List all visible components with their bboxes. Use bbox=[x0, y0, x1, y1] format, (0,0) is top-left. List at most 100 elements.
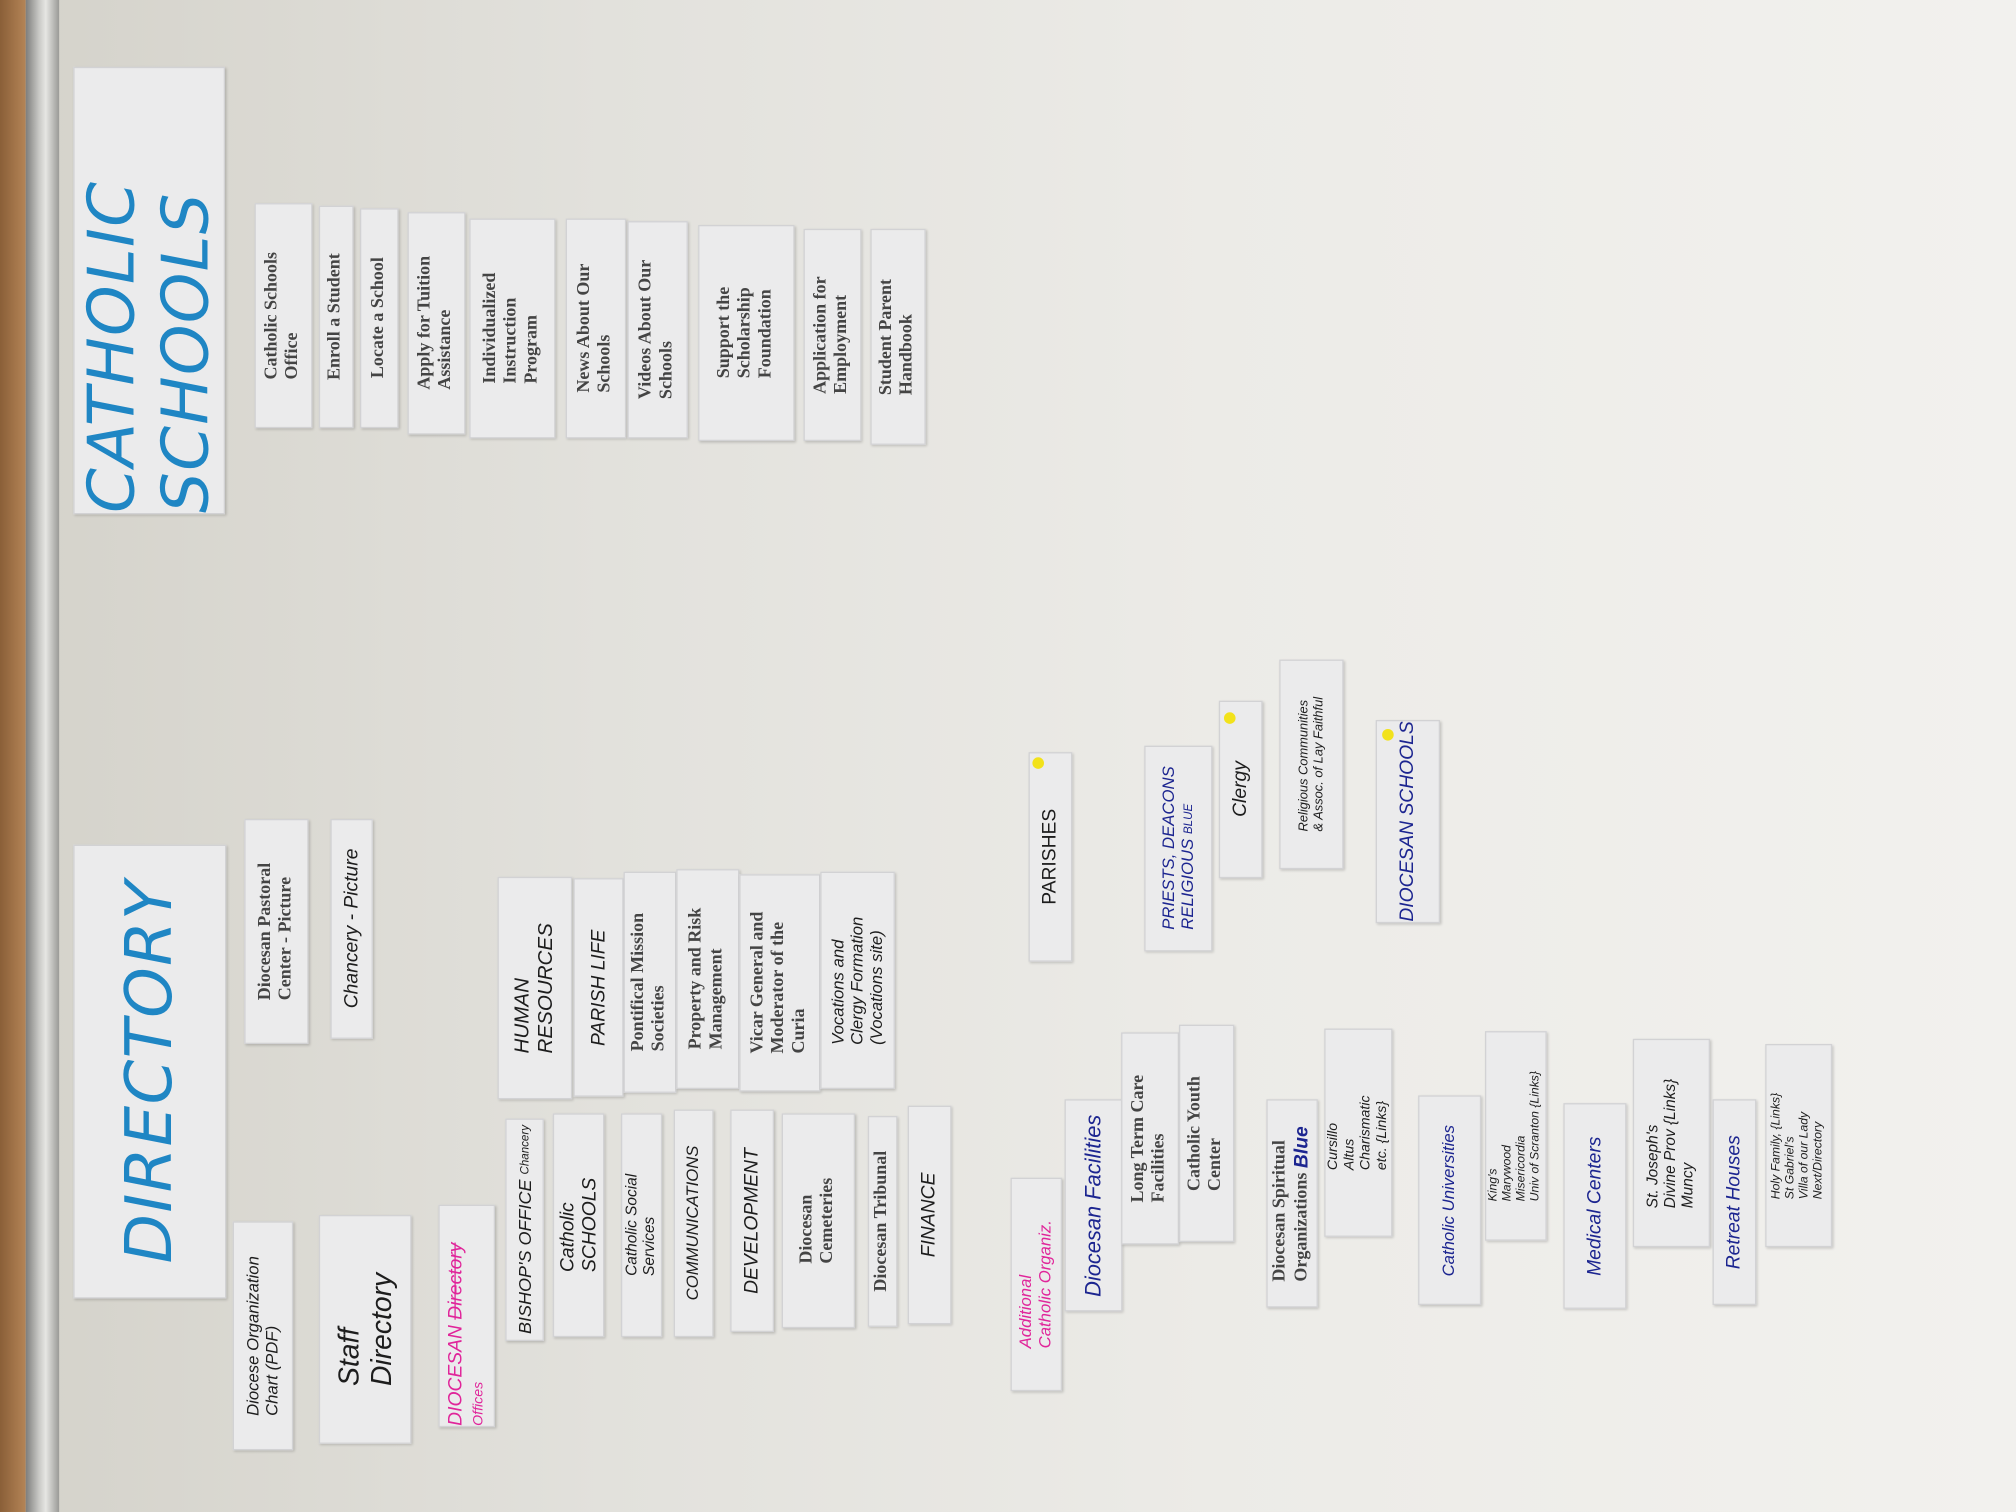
card-social-services: Catholic Social Services bbox=[620, 1113, 663, 1338]
card-diocesan-offices: DIOCESAN Directory Offices bbox=[438, 1204, 495, 1428]
card-youth-center: Catholic Youth Center bbox=[1178, 1024, 1235, 1242]
yellow-dot-marker bbox=[1223, 712, 1236, 724]
card-religious-communities: Religious Communities & Assoc. of Lay Fa… bbox=[1279, 659, 1344, 870]
card-text: DIOCESAN SCHOOLS bbox=[1396, 721, 1419, 922]
card-org-chart: Diocese Organization Chart (PDF) bbox=[232, 1221, 294, 1451]
corkboard-edge bbox=[0, 0, 26, 1512]
card-text: BISHOP'S OFFICE Chancery bbox=[514, 1125, 535, 1334]
card-retreat-list: Holy Family, {Links} St Gabriel's Villa … bbox=[1765, 1043, 1833, 1248]
card-text: Clergy bbox=[1229, 761, 1252, 818]
card-text: Diocesan Tribunal bbox=[872, 1150, 892, 1292]
card-text: PRIESTS, DEACONS RELIGIOUS BLUE bbox=[1157, 766, 1197, 931]
card-diocesan-schools: DIOCESAN SCHOOLS bbox=[1375, 719, 1440, 924]
card-text: COMMUNICATIONS bbox=[682, 1145, 703, 1301]
card-text-main: BISHOP'S OFFICE bbox=[514, 1179, 535, 1335]
card-text-note: Blue bbox=[1291, 1125, 1314, 1168]
card-text-note: Chancery bbox=[518, 1125, 531, 1175]
card-clergy: Clergy bbox=[1218, 700, 1263, 879]
card-text-main: PRIESTS, DEACONS RELIGIOUS bbox=[1157, 766, 1197, 931]
card-text: Application for Employment bbox=[811, 276, 852, 394]
card-text: Student Parent Handbook bbox=[877, 278, 918, 395]
card-schools-office: Catholic Schools Office bbox=[254, 203, 313, 429]
card-news: News About Our Schools bbox=[565, 218, 627, 439]
card-text: Diocesan Cemeteries bbox=[797, 1177, 838, 1264]
card-text: PARISH LIFE bbox=[587, 929, 610, 1046]
card-text-struck: Directory bbox=[444, 1242, 467, 1320]
card-property-risk: Property and Risk Management bbox=[676, 869, 740, 1089]
card-chancery: Chancery - Picture bbox=[330, 818, 373, 1039]
card-parish-life: PARISH LIFE bbox=[573, 878, 624, 1097]
card-pontifical: Pontifical Mission Societies bbox=[623, 871, 677, 1093]
card-videos: Videos About Our Schools bbox=[627, 221, 688, 439]
card-staff-directory: Staff Directory bbox=[318, 1214, 412, 1444]
card-text: HUMAN RESOURCES bbox=[511, 922, 557, 1054]
card-text: Catholic Youth Center bbox=[1185, 1075, 1226, 1191]
card-medical-centers: Medical Centers bbox=[1563, 1103, 1627, 1309]
card-retreat-houses: Retreat Houses bbox=[1712, 1099, 1757, 1305]
card-text: Long Term Care Facilities bbox=[1129, 1074, 1170, 1203]
card-tribunal: Diocesan Tribunal bbox=[867, 1115, 898, 1327]
card-medical-list: St. Joseph's Divine Prov {Links} Muncy bbox=[1632, 1038, 1710, 1248]
card-enroll: Enroll a Student bbox=[318, 205, 354, 429]
card-text: Medical Centers bbox=[1583, 1136, 1606, 1276]
card-human-resources: HUMAN RESOURCES bbox=[497, 876, 573, 1100]
header-catholic-schools-text: CATHOLIC SCHOOLS bbox=[73, 180, 223, 513]
card-text: Property and Risk Management bbox=[687, 908, 728, 1050]
card-text: Catholic Schools Office bbox=[262, 251, 303, 380]
card-text-correction: Offices bbox=[470, 1381, 486, 1426]
card-text: Diocesan Spiritual Organizations Blue bbox=[1271, 1126, 1314, 1281]
card-text: Catholic SCHOOLS bbox=[556, 1178, 601, 1273]
card-text: Pontifical Mission Societies bbox=[629, 913, 670, 1052]
card-text: Diocesan Facilities bbox=[1080, 1114, 1106, 1297]
card-individualized: Individualized Instruction Program bbox=[469, 218, 556, 439]
card-text: Retreat Houses bbox=[1723, 1135, 1746, 1270]
card-text: St. Joseph's Divine Prov {Links} Muncy bbox=[1643, 1078, 1697, 1208]
card-text: News About Our Schools bbox=[575, 263, 616, 394]
card-text: Diocesan Pastoral Center - Picture bbox=[255, 862, 296, 1001]
card-long-term-care: Long Term Care Facilities bbox=[1121, 1032, 1179, 1245]
card-priests-deacons: PRIESTS, DEACONS RELIGIOUS BLUE bbox=[1144, 745, 1213, 952]
card-text-main: DIOCESAN bbox=[444, 1325, 467, 1426]
card-universities-list: King's Marywood Misericordia Univ of Scr… bbox=[1484, 1031, 1547, 1241]
card-text: Cursillo Altus Charismatic etc. {Links} bbox=[1325, 1095, 1391, 1171]
card-spiritual-orgs: Diocesan Spiritual Organizations Blue bbox=[1266, 1099, 1318, 1308]
card-text: Staff Directory bbox=[332, 1272, 398, 1386]
card-text: Diocese Organization Chart (PDF) bbox=[242, 1255, 281, 1416]
card-text: Catholic Social Services bbox=[622, 1174, 659, 1277]
card-cursillo: Cursillo Altus Charismatic etc. {Links} bbox=[1324, 1028, 1393, 1237]
card-finance: FINANCE bbox=[907, 1105, 952, 1325]
card-text-note: BLUE bbox=[1180, 804, 1194, 835]
header-catholic-schools: CATHOLIC SCHOOLS bbox=[73, 66, 225, 515]
header-directory-text: DIRECTORY bbox=[111, 879, 187, 1264]
card-text: Chancery - Picture bbox=[340, 849, 363, 1009]
card-catholic-universities: Catholic Universities bbox=[1418, 1095, 1482, 1305]
card-employment: Application for Employment bbox=[803, 228, 862, 441]
card-text: DEVELOPMENT bbox=[741, 1147, 763, 1294]
card-text: Vicar General and Moderator of the Curia bbox=[748, 911, 810, 1054]
card-text: Holy Family, {Links} St Gabriel's Villa … bbox=[1769, 1092, 1826, 1199]
card-communications: COMMUNICATIONS bbox=[673, 1109, 714, 1338]
card-text: PARISHES bbox=[1039, 808, 1062, 905]
card-text: Vocations and Clergy Formation (Vocation… bbox=[827, 916, 886, 1045]
card-text: Individualized Instruction Program bbox=[481, 272, 542, 385]
card-handbook: Student Parent Handbook bbox=[870, 228, 926, 445]
card-text: Catholic Universities bbox=[1438, 1124, 1459, 1276]
card-text: Additional Catholic Organiz. bbox=[1015, 1220, 1055, 1349]
card-diocesan-facilities: Diocesan Facilities bbox=[1064, 1099, 1123, 1312]
card-text: Enroll a Student bbox=[325, 253, 346, 381]
card-text: Religious Communities & Assoc. of Lay Fa… bbox=[1296, 697, 1326, 832]
card-vocations: Vocations and Clergy Formation (Vocation… bbox=[820, 871, 895, 1089]
card-bishops-office: BISHOP'S OFFICE Chancery bbox=[505, 1118, 544, 1341]
card-text: Videos About Our Schools bbox=[636, 260, 677, 400]
card-development: DEVELOPMENT bbox=[730, 1109, 774, 1332]
card-catholic-schools-office: Catholic SCHOOLS bbox=[552, 1113, 605, 1338]
card-pastoral-center: Diocesan Pastoral Center - Picture bbox=[244, 818, 309, 1044]
card-text: King's Marywood Misericordia Univ of Scr… bbox=[1486, 1070, 1543, 1202]
card-text: DIOCESAN Directory Offices bbox=[445, 1206, 489, 1426]
card-text: FINANCE bbox=[918, 1172, 941, 1258]
card-scholarship: Support the Scholarship Foundation bbox=[698, 224, 795, 441]
yellow-dot-marker bbox=[1382, 728, 1394, 741]
card-additional-orgs: Additional Catholic Organiz. bbox=[1010, 1177, 1062, 1392]
card-vicar-general: Vicar General and Moderator of the Curia bbox=[739, 874, 821, 1092]
